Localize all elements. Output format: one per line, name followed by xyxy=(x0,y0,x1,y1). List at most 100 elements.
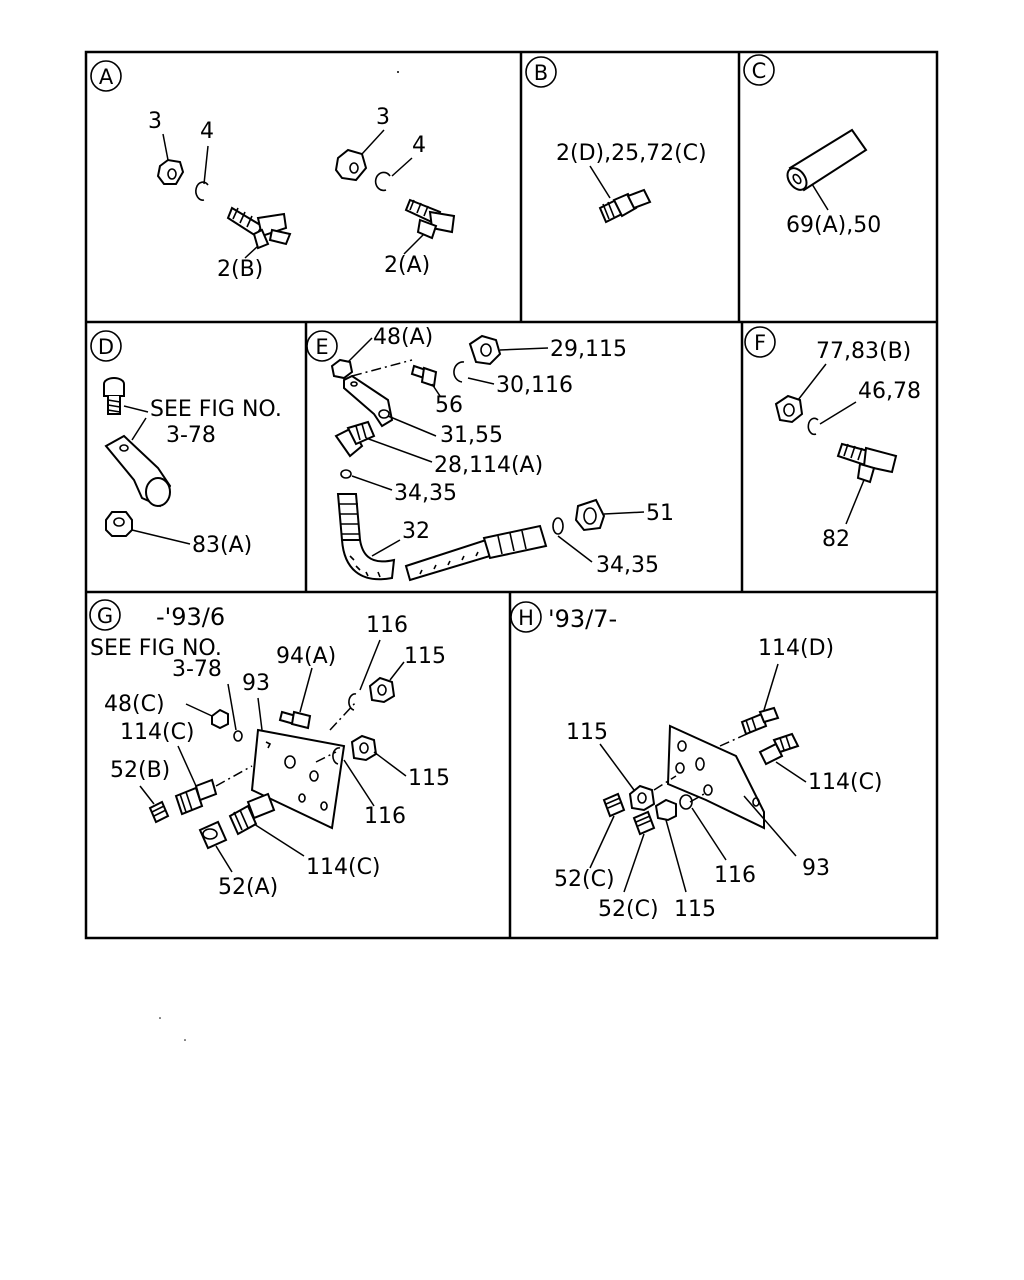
section-f-badge: F xyxy=(744,326,776,358)
section-g-letter: G xyxy=(97,604,113,628)
label-b-connector: 2(D),25,72(C) xyxy=(556,141,707,166)
sleeve-icon xyxy=(786,128,868,192)
connector-icon xyxy=(740,706,780,736)
plate-icon xyxy=(250,728,346,830)
nut-icon xyxy=(368,676,396,704)
section-d: D SEE FIG NO. 3-78 83(A) xyxy=(90,330,282,558)
section-c-letter: C xyxy=(752,59,767,83)
plug-icon xyxy=(198,820,228,850)
label-g-washer-bottom: 116 xyxy=(364,804,406,829)
washer-icon xyxy=(332,747,341,765)
section-c-badge: C xyxy=(743,54,775,86)
hose-icon xyxy=(336,493,396,581)
label-h-nut-left: 115 xyxy=(566,720,608,745)
washer-icon xyxy=(807,417,819,436)
section-b-badge: B xyxy=(525,56,557,88)
connector-icon xyxy=(174,778,218,816)
o-ring-icon xyxy=(552,517,564,535)
label-e-oring-end: 34,35 xyxy=(596,553,659,578)
label-g-fig-number: 3-78 xyxy=(172,657,222,682)
label-h-washer: 116 xyxy=(714,863,756,888)
section-e-badge: E xyxy=(306,330,338,362)
plug-icon xyxy=(632,810,656,836)
washer-icon xyxy=(195,181,209,201)
tee-fitting-icon xyxy=(836,442,898,484)
connector-icon xyxy=(228,792,276,836)
label-g-see-fig: SEE FIG NO. xyxy=(90,636,222,661)
washer-icon xyxy=(453,361,465,383)
washer-icon xyxy=(374,171,391,192)
connector-icon xyxy=(598,188,652,224)
nut-icon xyxy=(774,394,804,424)
nut-icon xyxy=(350,734,378,762)
label-c-sleeve: 69(A),50 xyxy=(786,213,881,238)
section-f-letter: F xyxy=(754,331,766,355)
section-a-letter: A xyxy=(99,65,114,89)
bracket-icon xyxy=(343,374,394,428)
label-g-bolt: 94(A) xyxy=(276,644,336,669)
diagram-frame xyxy=(84,50,939,940)
label-f-washer: 46,78 xyxy=(858,379,921,404)
label-h-plate: 93 xyxy=(802,856,830,881)
washer-icon xyxy=(348,693,357,711)
label-d-nut: 83(A) xyxy=(192,533,252,558)
plate-icon xyxy=(666,724,765,830)
nut-icon xyxy=(334,148,368,182)
o-ring-icon xyxy=(340,469,352,479)
label-g-plate: 93 xyxy=(242,671,270,696)
nut-icon xyxy=(156,158,185,185)
label-g-nut-bottom: 115 xyxy=(408,766,450,791)
o-ring-icon xyxy=(233,730,243,742)
label-e-elbow: 28,114(A) xyxy=(434,453,543,478)
connector-icon xyxy=(758,732,800,766)
nut-icon xyxy=(628,784,656,812)
section-e: E 48(A) 29,115 30,116 56 31,55 28,114(A)… xyxy=(306,325,674,582)
label-h-nut-bottom: 115 xyxy=(674,897,716,922)
section-h-letter: H xyxy=(518,606,534,630)
label-a-washer-left: 4 xyxy=(200,119,214,144)
label-g-plug-bottom: 52(A) xyxy=(218,875,278,900)
nut-icon xyxy=(330,358,354,380)
section-a: A 3 4 2(B) 3 4 2(A) xyxy=(90,60,456,282)
elbow-fitting-icon xyxy=(404,198,456,240)
label-g-washer-top: 116 xyxy=(366,613,408,638)
label-g-plug-left: 52(B) xyxy=(110,758,170,783)
label-e-oring-top: 34,35 xyxy=(394,481,457,506)
label-g-small-nut: 48(C) xyxy=(104,692,165,717)
label-h-connector-top: 114(D) xyxy=(758,636,834,661)
nut-icon xyxy=(654,798,677,822)
section-g-date-range: -'93/6 xyxy=(156,603,225,631)
label-e-nut: 48(A) xyxy=(373,325,433,350)
label-a-washer-right: 4 xyxy=(412,133,426,158)
section-c: C 69(A),50 xyxy=(743,54,881,238)
label-d-fig-number: 3-78 xyxy=(166,423,216,448)
section-a-badge: A xyxy=(90,60,122,92)
section-g: G -'93/6 SEE FIG NO. 3-78 93 94(A) 116 1… xyxy=(89,599,450,900)
label-h-plug-center: 52(C) xyxy=(598,897,659,922)
section-f: F 77,83(B) 46,78 82 xyxy=(744,326,921,552)
bolt-icon xyxy=(278,710,312,730)
section-h-date-range: '93/7- xyxy=(548,605,617,633)
label-g-connector-bottom: 114(C) xyxy=(306,855,381,880)
bracket-icon xyxy=(104,434,172,508)
label-e-nut-end: 51 xyxy=(646,501,674,526)
bolt-icon xyxy=(103,377,125,415)
label-e-bolt: 56 xyxy=(435,393,463,418)
label-e-washer: 30,116 xyxy=(496,373,573,398)
label-a-fitting-b: 2(B) xyxy=(217,257,263,282)
section-b-letter: B xyxy=(534,61,548,85)
label-f-fitting: 82 xyxy=(822,527,850,552)
cap-nut-icon xyxy=(468,334,502,366)
label-a-nut-right: 3 xyxy=(376,105,390,130)
section-e-letter: E xyxy=(315,335,328,359)
label-e-cap-nut: 29,115 xyxy=(550,337,627,362)
label-h-connector-right: 114(C) xyxy=(808,770,883,795)
nut-icon xyxy=(574,498,606,532)
paper-specks xyxy=(159,71,399,1041)
section-d-badge: D xyxy=(90,330,122,362)
plug-icon xyxy=(148,800,170,824)
label-a-fitting-a: 2(A) xyxy=(384,253,430,278)
bolt-icon xyxy=(410,364,438,388)
label-g-nut-top: 115 xyxy=(404,644,446,669)
nut-icon xyxy=(211,708,229,730)
